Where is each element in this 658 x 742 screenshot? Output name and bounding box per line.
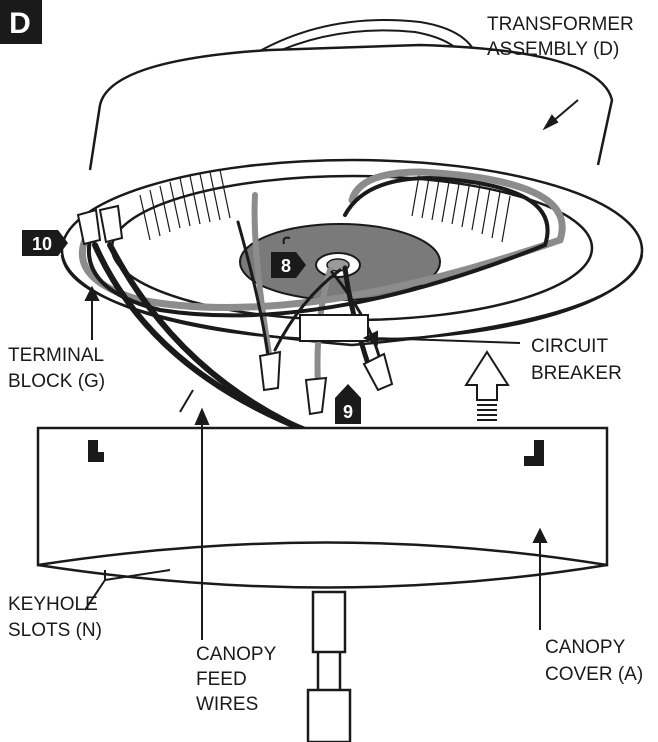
label-breaker-line-2: BREAKER <box>531 363 622 384</box>
label-transformer-line-2: ASSEMBLY (D) <box>487 39 619 60</box>
wire-nut-center-a <box>258 350 282 392</box>
callout-step-8-text: 8 <box>281 256 291 276</box>
leader-lines <box>84 99 579 640</box>
label-feed-line-1: CANOPY <box>196 644 277 665</box>
canopy-cover <box>36 426 609 589</box>
label-canopy-feed-wires: CANOPY FEED WIRES <box>196 644 277 715</box>
callout-step-8: 8 <box>271 252 306 278</box>
label-keyhole-slots: KEYHOLE SLOTS (N) <box>8 594 102 641</box>
label-cover-line-1: CANOPY <box>545 637 626 658</box>
label-circuit-breaker: CIRCUIT BREAKER <box>531 336 622 384</box>
label-transformer-assembly: TRANSFORMER ASSEMBLY (D) <box>487 14 634 60</box>
wire-nut-left-b <box>98 204 124 244</box>
wire-nut-left-a <box>76 208 102 246</box>
wire-nut-center-b <box>304 376 328 416</box>
label-keyhole-line-1: KEYHOLE <box>8 594 98 615</box>
callout-step-9: 9 <box>335 384 361 424</box>
label-keyhole-line-2: SLOTS (N) <box>8 620 102 641</box>
label-feed-line-3: WIRES <box>196 694 258 715</box>
hatched-wall <box>139 169 511 243</box>
label-cover-line-2: COVER (A) <box>545 664 643 685</box>
callout-step-10: 10 <box>22 230 68 256</box>
label-breaker-line-1: CIRCUIT <box>531 336 608 357</box>
label-terminal-line-1: TERMINAL <box>8 345 104 366</box>
label-feed-line-2: FEED <box>196 669 247 690</box>
keyhole-slot-left <box>88 440 104 462</box>
panel-badge-letter: D <box>9 7 31 40</box>
wire-nut-right <box>362 352 394 392</box>
wire-bundle <box>78 168 566 441</box>
callout-step-9-text: 9 <box>343 402 353 422</box>
wire-nuts <box>76 204 394 416</box>
panel-badge: D <box>0 0 42 44</box>
center-disc <box>239 223 441 301</box>
label-transformer-line-1: TRANSFORMER <box>487 14 634 35</box>
label-terminal-block: TERMINAL BLOCK (G) <box>8 345 105 392</box>
callout-step-10-text: 10 <box>32 234 52 254</box>
terminal-block <box>299 314 369 342</box>
mounting-stem <box>306 590 352 742</box>
label-terminal-line-2: BLOCK (G) <box>8 371 105 392</box>
install-direction-arrow <box>464 350 510 421</box>
keyhole-slot-right <box>524 440 544 466</box>
label-canopy-cover: CANOPY COVER (A) <box>545 637 643 685</box>
